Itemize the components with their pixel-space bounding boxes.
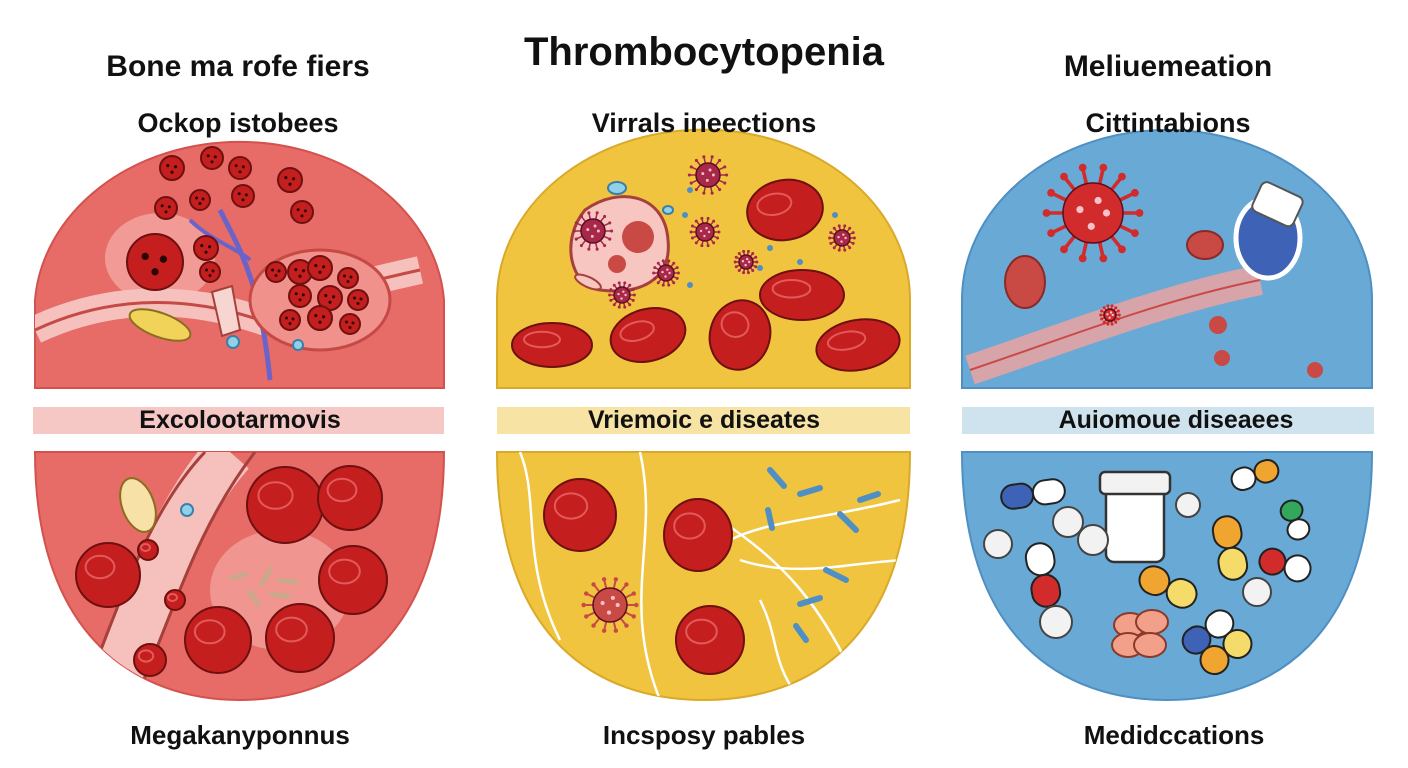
marrow-cell-icon xyxy=(159,155,185,181)
virus-icon xyxy=(572,211,614,251)
red-blood-cell-icon xyxy=(675,605,745,675)
band-label-right: Auiomoue diseaees xyxy=(1058,406,1294,434)
tablet-group xyxy=(983,492,1272,639)
virus-icon xyxy=(1042,163,1144,263)
pill-cluster-icon xyxy=(1111,609,1169,658)
marrow-cell-icon xyxy=(279,309,301,331)
column-heading-right: Meliuemeation xyxy=(1063,50,1273,83)
band-bar xyxy=(962,407,1374,434)
pills-illustration xyxy=(983,458,1312,676)
column-subheading-center: Virrals ineections xyxy=(591,108,817,138)
red-blood-cell-icon xyxy=(164,589,186,611)
column-subheading-left: Ockop istobees xyxy=(137,108,339,138)
capsule-icon xyxy=(1258,547,1312,583)
marrow-cell-icon xyxy=(265,261,287,283)
red-blood-cell-icon xyxy=(511,322,593,368)
capsule-icon xyxy=(1138,565,1198,609)
band-bar xyxy=(497,407,910,434)
panel-bone-marrow xyxy=(33,140,446,702)
marrow-cell-icon xyxy=(228,156,252,180)
column-footer-center: Incsposy pables xyxy=(602,720,806,750)
virus-icon xyxy=(828,224,856,252)
virus-icon xyxy=(652,259,680,287)
marrow-cell-icon xyxy=(307,305,333,331)
red-blood-cell-icon xyxy=(543,478,617,552)
red-blood-cell-icon xyxy=(133,643,167,677)
pill-bottle-icon xyxy=(1098,470,1172,564)
band-label-center: Vriemoic e diseates xyxy=(587,406,821,434)
red-blood-cell-icon xyxy=(759,269,845,321)
red-blood-cell-icon xyxy=(75,542,141,608)
red-blood-cell-icon xyxy=(317,465,383,531)
virus-icon xyxy=(689,216,721,248)
cell-group xyxy=(511,155,901,372)
red-blood-cell-icon xyxy=(815,318,901,372)
cell-group xyxy=(543,478,745,675)
red-blood-cell-icon xyxy=(246,466,324,544)
page-title: Thrombocytopenia xyxy=(523,30,885,74)
red-blood-cell-icon xyxy=(318,545,388,615)
marrow-cell-icon xyxy=(193,235,219,261)
marrow-cell-icon xyxy=(126,233,184,291)
capsule-icon xyxy=(1199,628,1253,676)
virus-icon xyxy=(608,281,636,309)
marrow-cell-icon xyxy=(337,267,359,289)
capsule-icon xyxy=(1211,515,1249,581)
marrow-cell-icon xyxy=(277,167,303,193)
column-heading-left: Bone ma rofe fiers xyxy=(106,50,370,83)
capsule-icon xyxy=(1000,478,1066,510)
red-blood-cell-icon xyxy=(746,178,824,242)
column-footer-right: Medidccations xyxy=(1083,720,1265,750)
marrow-cell-icon xyxy=(339,313,361,335)
marrow-cell-icon xyxy=(347,289,369,311)
column-subheading-right: Cittintabions xyxy=(1085,108,1251,138)
virus-particle xyxy=(1042,163,1144,326)
cell-group xyxy=(75,465,388,677)
virus-icon xyxy=(581,577,639,633)
red-blood-cell-icon xyxy=(137,539,159,561)
column-footer-left: Megakanyponnus xyxy=(130,720,350,750)
capsule-icon xyxy=(1279,499,1311,541)
band-bar xyxy=(33,407,444,434)
virus-icon xyxy=(687,155,729,195)
red-blood-cell-icon xyxy=(184,606,252,674)
marrow-cell-icon xyxy=(290,200,314,224)
virus-icon xyxy=(1099,304,1121,326)
red-blood-cell-icon xyxy=(663,498,733,572)
capsule-icon xyxy=(1181,609,1235,655)
bloodstream-illustration xyxy=(965,181,1323,385)
marrow-cell-icon xyxy=(231,184,255,208)
virus-icon xyxy=(733,249,759,275)
red-blood-cell-icon xyxy=(708,299,772,371)
marrow-cell-icon xyxy=(200,146,224,170)
band-label-left: Excolootarmovis xyxy=(139,406,341,434)
marrow-cell-icon xyxy=(199,261,221,283)
marrow-cell-icon xyxy=(154,196,178,220)
capsule-icon xyxy=(1230,458,1280,492)
cell-group xyxy=(126,146,369,335)
marrow-cell-icon xyxy=(189,189,211,211)
marrow-cell-icon xyxy=(307,255,333,281)
panel-viral xyxy=(495,128,912,702)
red-blood-cell-icon xyxy=(609,307,687,363)
panel-medications xyxy=(960,129,1374,702)
marrow-cell-icon xyxy=(288,284,312,308)
capsule-icon xyxy=(1024,542,1062,608)
red-blood-cell-icon xyxy=(265,603,335,673)
